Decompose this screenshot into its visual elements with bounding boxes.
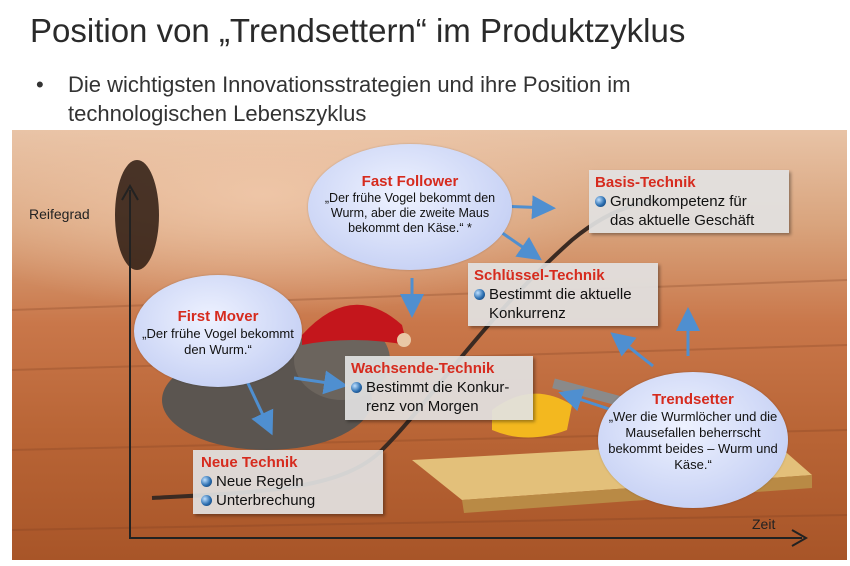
trendsetter-title: Trendsetter bbox=[652, 391, 734, 408]
bullet-ball-icon bbox=[595, 196, 606, 207]
trendsetter-bubble: Trendsetter „Wer die Wurmlöcher und die … bbox=[598, 372, 788, 508]
basis-technik-line-2: das aktuelle Geschäft bbox=[610, 212, 755, 229]
diagram-scene: Reifegrad Zeit Fast Follower „Der frühe … bbox=[12, 130, 847, 560]
y-axis-label: Reifegrad bbox=[29, 206, 90, 222]
wachsende-technik-line-1: Bestimmt die Konkur- bbox=[366, 379, 510, 396]
mouse-hole bbox=[115, 160, 159, 270]
floor-boards bbox=[12, 279, 847, 531]
fast-follower-quote: „Der frühe Vogel bekommt den Wurm, aber … bbox=[324, 191, 496, 235]
fast-follower-title: Fast Follower bbox=[361, 173, 459, 190]
bullet-text: Die wichtigsten Innovationsstrategien un… bbox=[68, 72, 631, 126]
basis-technik-line-1: Grundkompetenz für bbox=[610, 193, 747, 210]
schluessel-technik-line-1: Bestimmt die aktuelle bbox=[489, 286, 632, 303]
bullet-ball-icon bbox=[201, 495, 212, 506]
wachsende-technik-title: Wachsende-Technik bbox=[351, 360, 495, 377]
basis-technik-box: Basis-Technik Grundkompetenz für das akt… bbox=[589, 170, 789, 233]
wachsende-technik-box: Wachsende-Technik Bestimmt die Konkur- r… bbox=[345, 356, 533, 420]
first-mover-bubble: First Mover „Der frühe Vogel bekommt den… bbox=[134, 275, 302, 387]
page-title: Position von „Trendsettern“ im Produktzy… bbox=[30, 12, 686, 49]
fast-follower-bubble: Fast Follower „Der frühe Vogel bekommt d… bbox=[308, 144, 512, 270]
axes bbox=[121, 183, 809, 547]
neue-technik-title: Neue Technik bbox=[201, 454, 298, 471]
trendsetter-quote: „Wer die Wurmlöcher und die Mausefallen … bbox=[608, 409, 778, 472]
bullet-icon: • bbox=[36, 72, 44, 97]
bullet-ball-icon bbox=[201, 476, 212, 487]
schluessel-technik-title: Schlüssel-Technik bbox=[474, 267, 605, 284]
schluessel-technik-line-2: Konkurrenz bbox=[489, 305, 566, 322]
bullet-ball-icon bbox=[474, 289, 485, 300]
x-axis-label: Zeit bbox=[752, 516, 776, 532]
first-mover-quote: „Der frühe Vogel bekommt den Wurm.“ bbox=[142, 326, 294, 357]
first-mover-title: First Mover bbox=[177, 308, 259, 325]
basis-technik-title: Basis-Technik bbox=[595, 174, 696, 191]
bullet-ball-icon bbox=[351, 382, 362, 393]
arrow-firstmover-wachsend bbox=[293, 370, 348, 395]
schluessel-technik-box: Schlüssel-Technik Bestimmt die aktuelle … bbox=[468, 263, 658, 326]
arrow-trendsetter-schluessel bbox=[610, 332, 654, 368]
wachsende-technik-line-2: renz von Morgen bbox=[366, 398, 479, 415]
neue-technik-box: Neue Technik Neue Regeln Unterbrechung bbox=[193, 450, 383, 514]
neue-technik-item-1: Neue Regeln bbox=[216, 473, 304, 490]
neue-technik-item-2: Unterbrechung bbox=[216, 492, 316, 509]
arrow-fastfollower-schluessel bbox=[497, 228, 542, 261]
